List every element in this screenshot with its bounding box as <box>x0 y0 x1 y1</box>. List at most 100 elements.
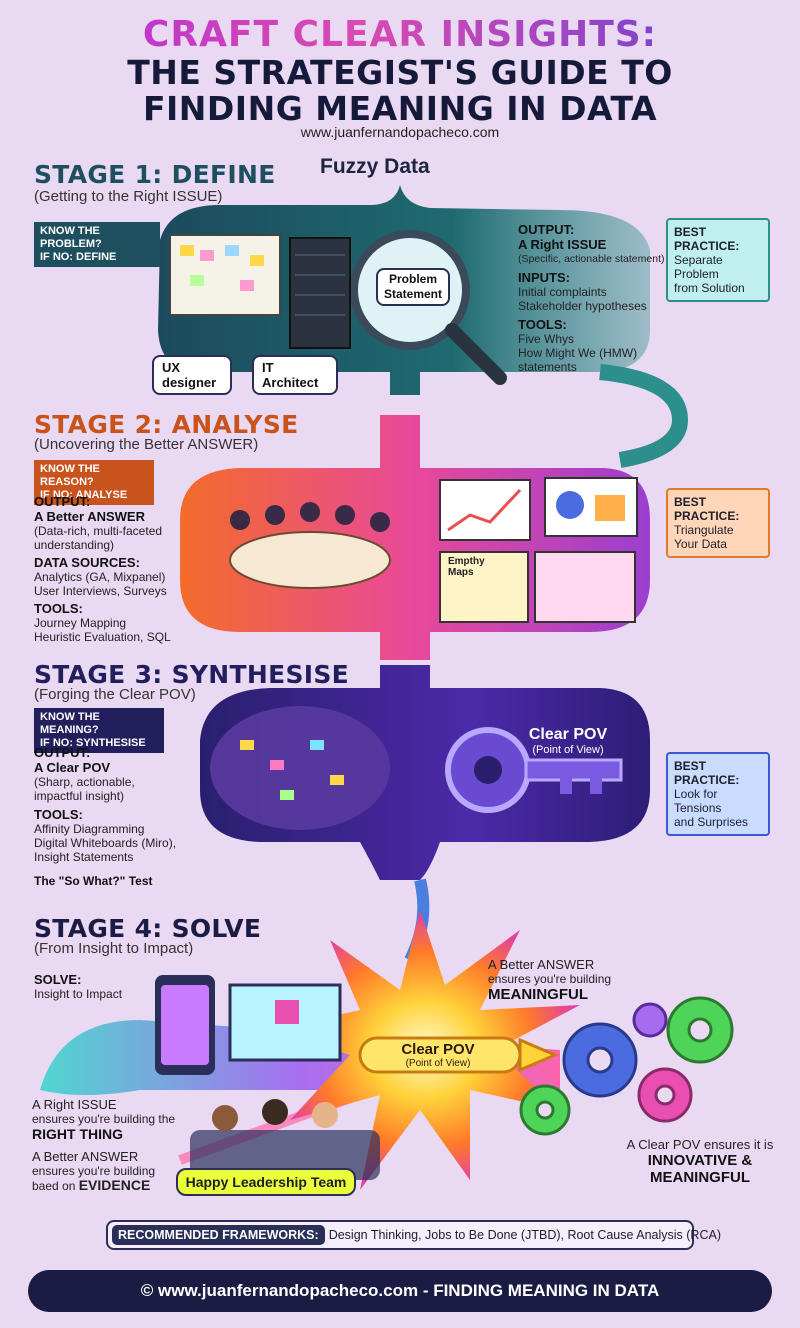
stage4-pov-key: Clear POV (Point of View) <box>368 1041 508 1070</box>
stage3-key-title: Clear POV <box>528 726 608 743</box>
stage2-subheading: (Uncovering the Better ANSWER) <box>34 436 259 453</box>
stage4-issue-note: A Right ISSUE ensures you're building th… <box>32 1097 192 1143</box>
stage3-subheading: (Forging the Clear POV) <box>34 686 196 703</box>
stage1-bp-title: BEST PRACTICE: <box>674 225 740 253</box>
stage3-heading: STAGE 3: SYNTHESISE <box>34 660 350 689</box>
stage2-heading: STAGE 2: ANALYSE <box>34 410 299 439</box>
title-line1: CRAFT CLEAR INSIGHTS: <box>0 14 800 55</box>
stage2-ds-1: Analytics (GA, Mixpanel) <box>34 570 166 584</box>
title-line2b: FINDING MEANING IN DATA <box>142 89 658 128</box>
stage1-tag-line2: IF NO: DEFINE <box>40 251 117 263</box>
stage3-tag: KNOW THE MEANING? IF NO: SYNTHESISE <box>34 708 164 753</box>
stage3-tools-2: Digital Whiteboards (Miro), <box>34 836 177 850</box>
stage3-tag-line1: KNOW THE MEANING? <box>40 711 100 736</box>
stage3-tag-line2: IF NO: SYNTHESISE <box>40 737 146 749</box>
stage2-ds-label: DATA SOURCES: <box>34 555 140 570</box>
stage4-pov-title: Clear POV <box>401 1041 475 1058</box>
stage4-solve-label: SOLVE: <box>34 972 82 987</box>
stage4-evidence-note: A Better ANSWER ensures you're building … <box>32 1149 192 1194</box>
stage3-tools-3: Insight Statements <box>34 850 134 864</box>
stage3-tools-label: TOOLS: <box>34 807 83 822</box>
stage4-evidence-l3b: EVIDENCE <box>78 1177 151 1193</box>
stage2-output-desc1: (Data-rich, multi-faceted <box>34 524 163 538</box>
stage3-output-desc2: impactful insight) <box>34 789 125 803</box>
stage3-key-label: Clear POV (Point of View) <box>518 726 618 756</box>
stage3-bp-title: BEST PRACTICE: <box>674 759 740 787</box>
stage4-subheading: (From Insight to Impact) <box>34 940 194 957</box>
stage4-evidence-l3: baed on EVIDENCE <box>32 1178 192 1193</box>
recommended-frameworks: RECOMMENDED FRAMEWORKS:Design Thinking, … <box>106 1220 721 1250</box>
stage1-subheading: (Getting to the Right ISSUE) <box>34 188 223 205</box>
problem-statement: Problem Statement <box>376 268 450 306</box>
it-architect-label: IT Architect <box>252 355 338 395</box>
stage1-tag-line1: KNOW THE PROBLEM? <box>40 225 102 250</box>
stage4-innov-l2: INNOVATIVE & <box>647 1152 753 1169</box>
footer-bar: © www.juanfernandopacheco.com - FINDING … <box>28 1270 772 1312</box>
stage3-best-practice: BEST PRACTICE: Look for Tensions and Sur… <box>666 752 770 836</box>
stage1-details: OUTPUT: A Right ISSUE (Specific, actiona… <box>518 222 698 374</box>
stage4-issue-l3: RIGHT THING <box>32 1126 123 1142</box>
stage1-best-practice: BEST PRACTICE: Separate Problem from Sol… <box>666 218 770 302</box>
stage2-best-practice: BEST PRACTICE: Triangulate Your Data <box>666 488 770 558</box>
frameworks-label: RECOMMENDED FRAMEWORKS: <box>112 1225 325 1245</box>
stage4-issue-l1: A Right ISSUE <box>32 1097 117 1112</box>
fuzzy-data-label: Fuzzy Data <box>320 155 430 178</box>
frameworks-value: Design Thinking, Jobs to Be Done (JTBD),… <box>328 1228 721 1242</box>
stage4-solve-value: Insight to Impact <box>34 987 123 1001</box>
ux-designer-label: UX designer <box>152 355 232 395</box>
stage1-bp-1: Separate Problem <box>674 253 723 281</box>
stage3-key-sub: (Point of View) <box>532 744 604 756</box>
stage1-tools-label: TOOLS: <box>518 317 567 332</box>
stage1-heading: STAGE 1: DEFINE <box>34 160 276 189</box>
stage2-output-value: A Better ANSWER <box>34 509 145 524</box>
stage2-bp-title: BEST PRACTICE: <box>674 495 740 523</box>
stage1-tools-1: Five Whys <box>518 332 575 346</box>
stage3-output-label: OUTPUT: <box>34 745 91 760</box>
stage1-inputs-label: INPUTS: <box>518 270 570 285</box>
stage4-evidence-l2: ensures you're building <box>32 1164 156 1178</box>
title-line2: THE STRATEGIST'S GUIDE TO FINDING MEANIN… <box>0 55 800 127</box>
stage4-issue-l2: ensures you're building the <box>32 1112 176 1126</box>
empathy-maps-label: Empthy Maps <box>448 556 485 578</box>
stage4-answer-l1: A Better ANSWER <box>488 957 595 972</box>
stage1-output-value: A Right ISSUE <box>518 237 607 252</box>
stage3-details: OUTPUT: A Clear POV (Sharp, actionable, … <box>34 745 204 888</box>
stage2-tools-label: TOOLS: <box>34 601 83 616</box>
stage2-tag: KNOW THE REASON? IF NO: ANALYSE <box>34 460 154 505</box>
stage3-bp-2: and Surprises <box>674 815 749 829</box>
stage3-output-desc1: (Sharp, actionable, <box>34 775 135 789</box>
stage1-tools-2: How Might We (HMW) statements <box>518 346 638 374</box>
stage2-details: OUTPUT: A Better ANSWER (Data-rich, mult… <box>34 494 184 644</box>
stage2-tag-line1: KNOW THE REASON? <box>40 463 100 488</box>
title-line2a: THE STRATEGIST'S GUIDE TO <box>127 53 673 92</box>
happy-leadership-team: Happy Leadership Team <box>176 1168 356 1196</box>
stage4-answer-l3: MEANINGFUL <box>488 986 588 1003</box>
stage4-evidence-l3a: baed on <box>32 1179 79 1193</box>
stage3-so-what: The "So What?" Test <box>34 874 153 888</box>
stage2-output-desc2: understanding) <box>34 538 115 552</box>
stage1-inputs-1: Initial complaints <box>518 285 607 299</box>
stage4-evidence-l1: A Better ANSWER <box>32 1149 139 1164</box>
stage2-bp-1: Triangulate <box>674 523 734 537</box>
stage2-tools-1: Journey Mapping <box>34 616 127 630</box>
stage3-tools-1: Affinity Diagramming <box>34 822 145 836</box>
stage1-bp-2: from Solution <box>674 281 745 295</box>
stage4-innovative-note: A Clear POV ensures it is INNOVATIVE & M… <box>620 1137 780 1187</box>
stage2-bp-2: Your Data <box>674 537 727 551</box>
stage1-output-desc: (Specific, actionable statement) <box>518 253 665 265</box>
stage4-answer-note: A Better ANSWER ensures you're building … <box>488 957 638 1004</box>
stage4-pov-sub: (Point of View) <box>405 1058 471 1069</box>
stage2-tag-line2: IF NO: ANALYSE <box>40 489 128 501</box>
stage2-output-label: OUTPUT: <box>34 494 91 509</box>
stage4-innov-l3: MEANINGFUL <box>650 1169 750 1186</box>
stage3-bp-1: Look for Tensions <box>674 787 722 815</box>
stage4-solve: SOLVE: Insight to Impact <box>34 972 154 1001</box>
stage4-heading: STAGE 4: SOLVE <box>34 914 262 943</box>
stage2-ds-2: User Interviews, Surveys <box>34 584 167 598</box>
stage4-innov-l1: A Clear POV ensures it is <box>626 1137 774 1152</box>
stage1-tag: KNOW THE PROBLEM? IF NO: DEFINE <box>34 222 160 267</box>
stage1-inputs-2: Stakeholder hypotheses <box>518 299 647 313</box>
stage1-output-label: OUTPUT: <box>518 222 575 237</box>
stage3-output-value: A Clear POV <box>34 760 111 775</box>
